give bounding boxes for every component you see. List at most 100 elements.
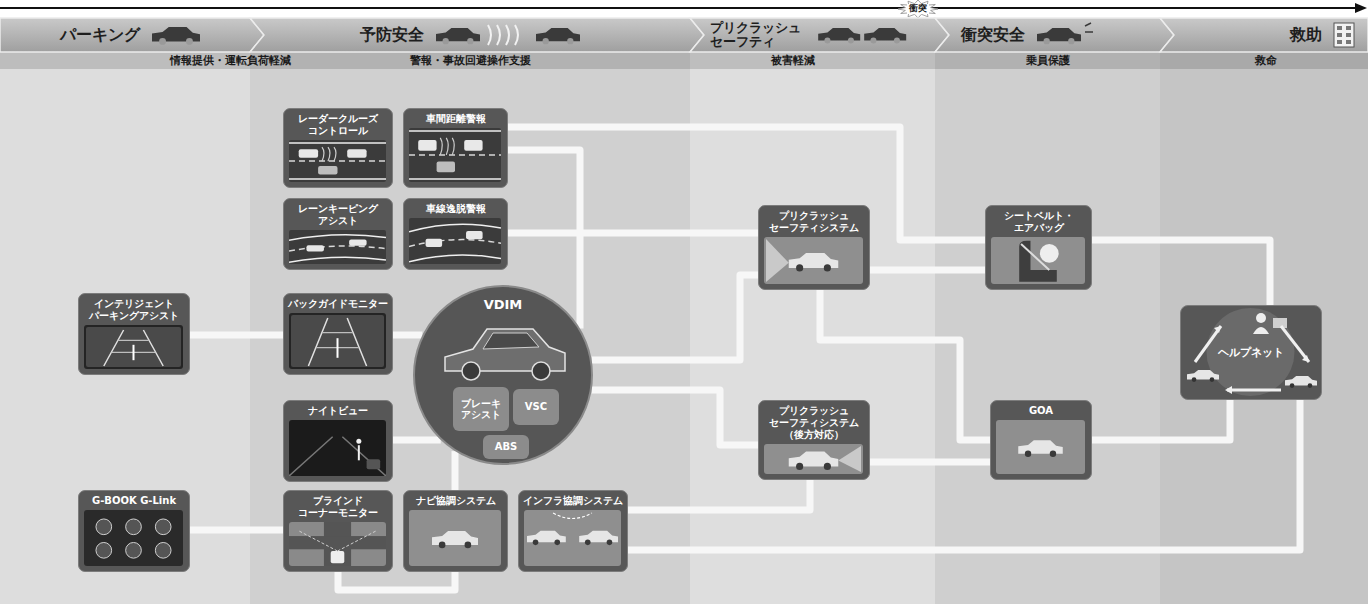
- illustration-part: [1214, 326, 1221, 333]
- box-illustration: [764, 237, 863, 284]
- illustration-part: [1085, 23, 1093, 32]
- function-name: ブレーキ アシスト: [456, 398, 506, 421]
- connector: [628, 480, 810, 510]
- car-wheel: [796, 264, 803, 271]
- illustration-part: [452, 137, 454, 154]
- box-picture: [409, 218, 501, 264]
- car-wheel: [894, 38, 900, 44]
- illustration-part: [524, 510, 621, 566]
- impact-label: 衝突: [907, 4, 929, 14]
- illustration-part: [328, 147, 330, 161]
- chevron-shape: [250, 18, 690, 52]
- illustration-part: [337, 338, 339, 358]
- car-body: [579, 530, 618, 542]
- illustration-part: [1337, 26, 1342, 30]
- illustration-part: [488, 25, 491, 45]
- car-body: [152, 27, 200, 41]
- car-wheel: [1290, 383, 1295, 388]
- connector: [393, 437, 441, 444]
- car-wheel: [824, 38, 830, 44]
- car-body: [1018, 440, 1063, 453]
- box-illustration: [289, 522, 386, 566]
- illustration-part: [483, 333, 539, 349]
- illustration-part: [764, 237, 863, 284]
- system-box: ナビ協調システム: [403, 490, 508, 572]
- system-name: ヘルプネット: [1218, 345, 1284, 360]
- subheading-strip: [0, 52, 1368, 69]
- box-picture: [409, 510, 501, 566]
- system-name: GOA: [995, 405, 1087, 417]
- connector: [592, 390, 758, 445]
- chevron-shape: [1160, 18, 1368, 52]
- illustration-part: [299, 149, 318, 157]
- box-picture: [289, 313, 386, 369]
- illustration-part: [318, 166, 337, 174]
- column-ground: [0, 52, 250, 604]
- illustration-part: [437, 161, 455, 172]
- system-box: インフラ協調システム: [518, 490, 628, 572]
- illustration-part: [155, 518, 171, 534]
- box-picture: [84, 325, 183, 369]
- box-illustration: [289, 230, 386, 264]
- car-body: [789, 253, 839, 268]
- car-wheel: [443, 38, 449, 44]
- connector: [338, 572, 455, 590]
- system-box: レーンキーピング アシスト: [283, 198, 393, 270]
- system-name: ナビ協調システム: [408, 495, 503, 507]
- connector: [628, 400, 1300, 550]
- car-wheel: [159, 38, 166, 45]
- illustration-part: [308, 318, 366, 366]
- connector: [452, 451, 459, 490]
- arrow-head: [1355, 3, 1367, 13]
- illustration-part: [409, 255, 501, 262]
- car-body: [789, 451, 839, 466]
- car-body: [864, 28, 906, 41]
- box-picture: [289, 140, 386, 182]
- system-box: 車間距離警報: [403, 108, 508, 188]
- phase-title: 救助: [1290, 25, 1322, 44]
- illustration-part: [250, 18, 704, 52]
- illustration-part: [96, 542, 112, 558]
- function-box: ブレーキ アシスト: [453, 387, 509, 431]
- car-body: [436, 28, 480, 41]
- system-name: ナイトビュー: [288, 405, 388, 417]
- function-box: ABS: [483, 435, 529, 459]
- car-body: [527, 530, 566, 542]
- illustration-part: [331, 551, 345, 563]
- rescue-box: ヘルプネット: [1180, 305, 1322, 400]
- stage-caption: 乗員保護: [1026, 54, 1070, 66]
- illustration-part: [347, 149, 366, 157]
- illustration-part: [1187, 308, 1317, 396]
- box-illustration: [524, 510, 621, 566]
- system-box: シートベルト・エアバッグ: [985, 205, 1092, 290]
- phase-title: 予防安全: [360, 25, 424, 44]
- system-name: 車間距離警報: [408, 113, 503, 125]
- car-wheel: [186, 38, 193, 45]
- illustration-part: [289, 257, 386, 262]
- illustration-part: [445, 329, 565, 380]
- box-illustration: [409, 128, 501, 182]
- illustration-part: [532, 362, 550, 380]
- car-wheel: [870, 38, 876, 44]
- car-wheel: [1210, 377, 1215, 382]
- phase-icon: [818, 28, 906, 44]
- illustration-part: [1160, 18, 1368, 52]
- illustration-part: [84, 325, 183, 369]
- connector: [190, 332, 283, 339]
- illustration-part: [1256, 313, 1266, 323]
- illustration-part: [1346, 33, 1351, 37]
- column-ground: [1160, 52, 1368, 604]
- impact-starburst: [898, 0, 938, 18]
- illustration-part: [690, 18, 949, 52]
- illustration-part: [515, 25, 518, 45]
- box-illustration: [409, 218, 501, 264]
- box-illustration: [289, 140, 386, 182]
- system-name: シートベルト・エアバッグ: [990, 210, 1087, 234]
- time-arrow: [0, 7, 1356, 9]
- box-picture: [84, 510, 183, 566]
- car-wheel: [1068, 38, 1074, 44]
- illustration-part: [996, 420, 1085, 474]
- illustration-part: [126, 518, 142, 534]
- car-wheel: [824, 462, 831, 469]
- box-illustration: [84, 510, 183, 566]
